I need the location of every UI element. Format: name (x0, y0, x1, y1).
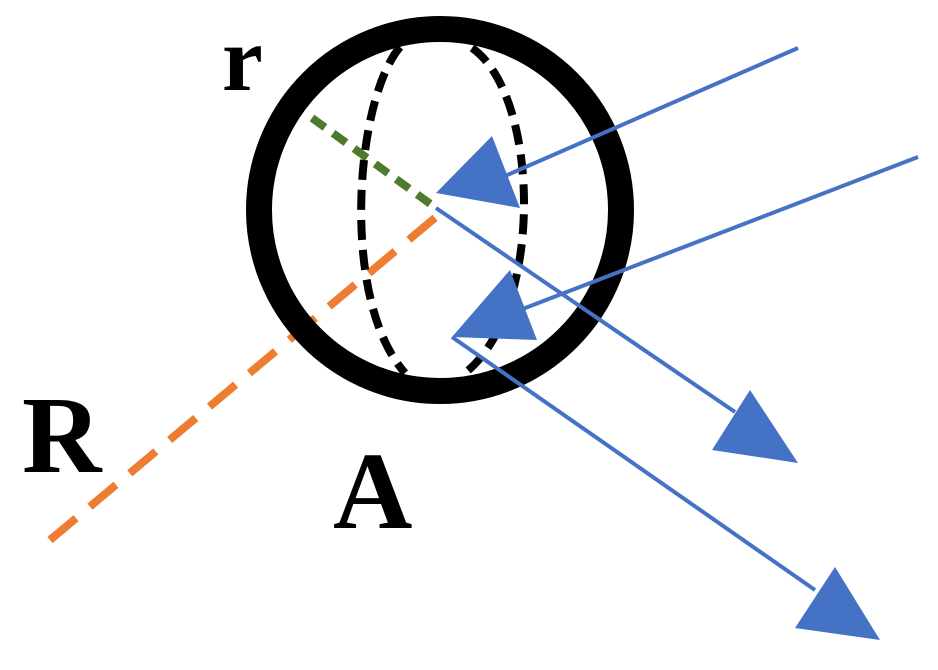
incoming-ray-2 (519, 155, 919, 312)
incoming-ray-1 (504, 46, 799, 178)
sphere-outline (246, 16, 634, 404)
outgoing-ray-1-arrowhead (712, 390, 798, 463)
area-label: A (333, 430, 412, 552)
cross-section-left-arc (357, 44, 408, 376)
outgoing-ray-1 (434, 206, 737, 414)
incoming-ray-2-arrowhead (452, 270, 537, 340)
small-radius-line (309, 114, 439, 212)
outgoing-ray-2 (450, 335, 817, 592)
large-radius-line (47, 203, 451, 544)
small-radius-label: r (222, 8, 263, 110)
cross-section-right-arc (462, 44, 528, 377)
large-radius-label: R (22, 374, 103, 496)
outgoing-ray-2-arrowhead (795, 567, 880, 640)
incoming-ray-1-arrowhead (436, 136, 520, 208)
